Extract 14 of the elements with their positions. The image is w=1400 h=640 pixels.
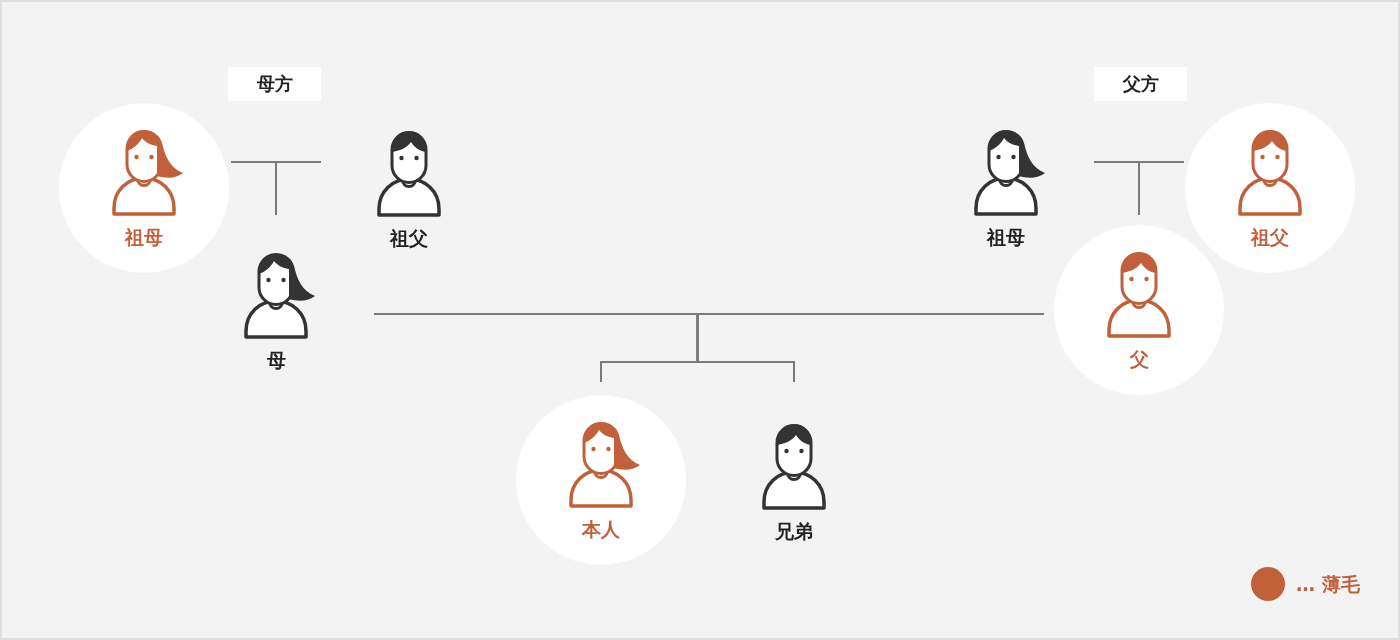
person-label: 本人 <box>582 517 620 541</box>
person-label: 祖父 <box>1251 225 1289 249</box>
legend-label: … 薄毛 <box>1296 572 1360 596</box>
person-label: 祖母 <box>125 225 163 249</box>
group-tag: 母方 <box>228 67 321 101</box>
connector-line <box>275 161 322 216</box>
person-label: 父 <box>1129 347 1149 371</box>
connector-line <box>696 313 1045 383</box>
person-label: 母 <box>266 348 286 372</box>
person-label: 祖母 <box>987 225 1025 249</box>
person-label: 兄弟 <box>775 519 813 543</box>
connector-line <box>1138 161 1185 216</box>
person-label: 祖父 <box>390 226 428 250</box>
group-tag: 父方 <box>1094 67 1187 101</box>
